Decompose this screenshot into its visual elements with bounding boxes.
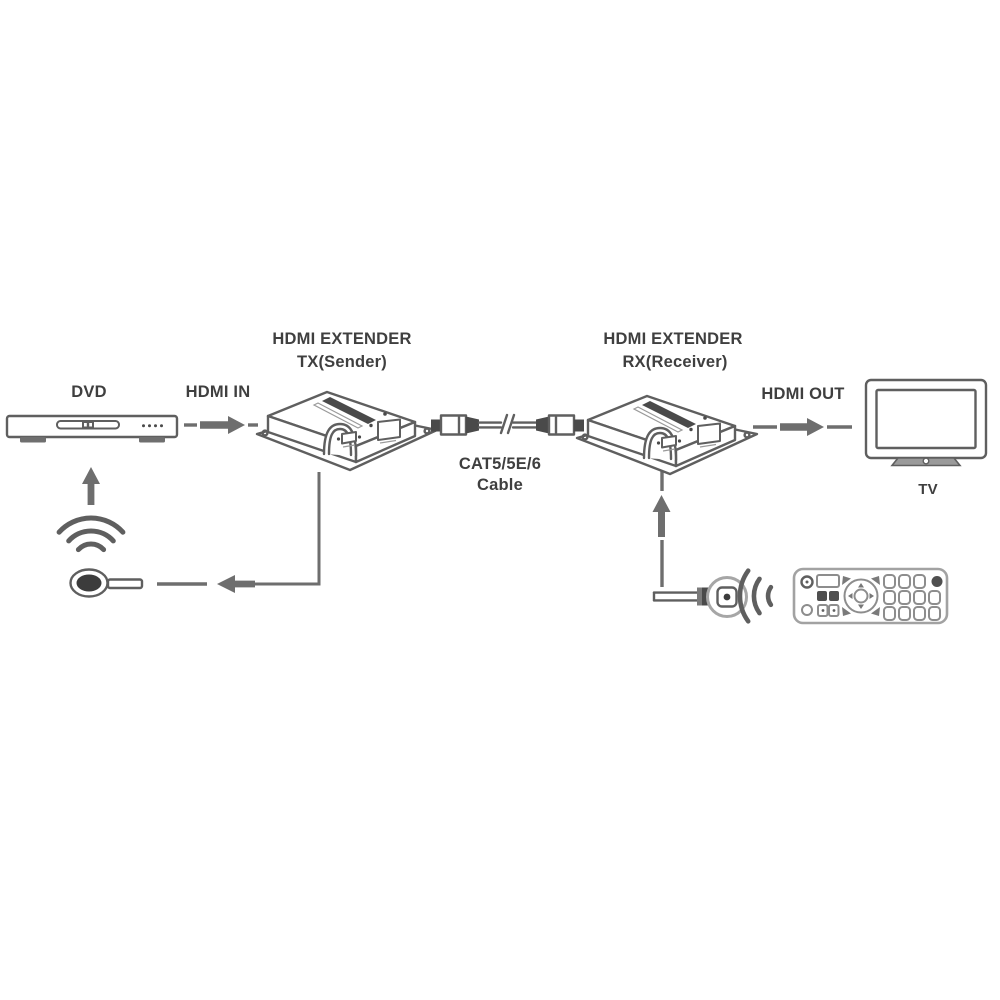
ir-emitter-icon bbox=[69, 568, 144, 598]
rx-subtitle: RX(Receiver) bbox=[622, 353, 728, 371]
remote-control-icon bbox=[792, 567, 949, 625]
cable-type-label: CAT5/5E/6 bbox=[458, 455, 542, 473]
hdmi-in-arrow bbox=[184, 416, 258, 434]
hdmi-out-arrow bbox=[753, 418, 852, 436]
ir-to-dvd-arrow bbox=[82, 467, 100, 505]
ir-receiver-icon bbox=[652, 576, 748, 618]
dvd-label: DVD bbox=[71, 383, 107, 401]
tv-icon bbox=[864, 378, 988, 467]
tv-label: TV bbox=[918, 481, 938, 498]
tx-subtitle: TX(Sender) bbox=[296, 353, 388, 371]
ir-waves-left-icon bbox=[737, 568, 774, 624]
hdmi-extender-tx-icon bbox=[255, 390, 439, 472]
rx-title: HDMI EXTENDER bbox=[603, 330, 743, 348]
hdmi-extender-rx-icon bbox=[575, 394, 759, 476]
tx-title: HDMI EXTENDER bbox=[272, 330, 412, 348]
hdmi-in-label: HDMI IN bbox=[185, 383, 251, 401]
cable-word-label: Cable bbox=[477, 476, 523, 494]
cat5-cable-icon bbox=[431, 413, 584, 436]
dvd-player-icon bbox=[5, 414, 179, 443]
ir-up-path bbox=[652, 466, 671, 587]
ir-waves-up-icon bbox=[56, 515, 126, 553]
ir-return-path bbox=[157, 472, 321, 593]
hdmi-out-label: HDMI OUT bbox=[761, 385, 845, 403]
